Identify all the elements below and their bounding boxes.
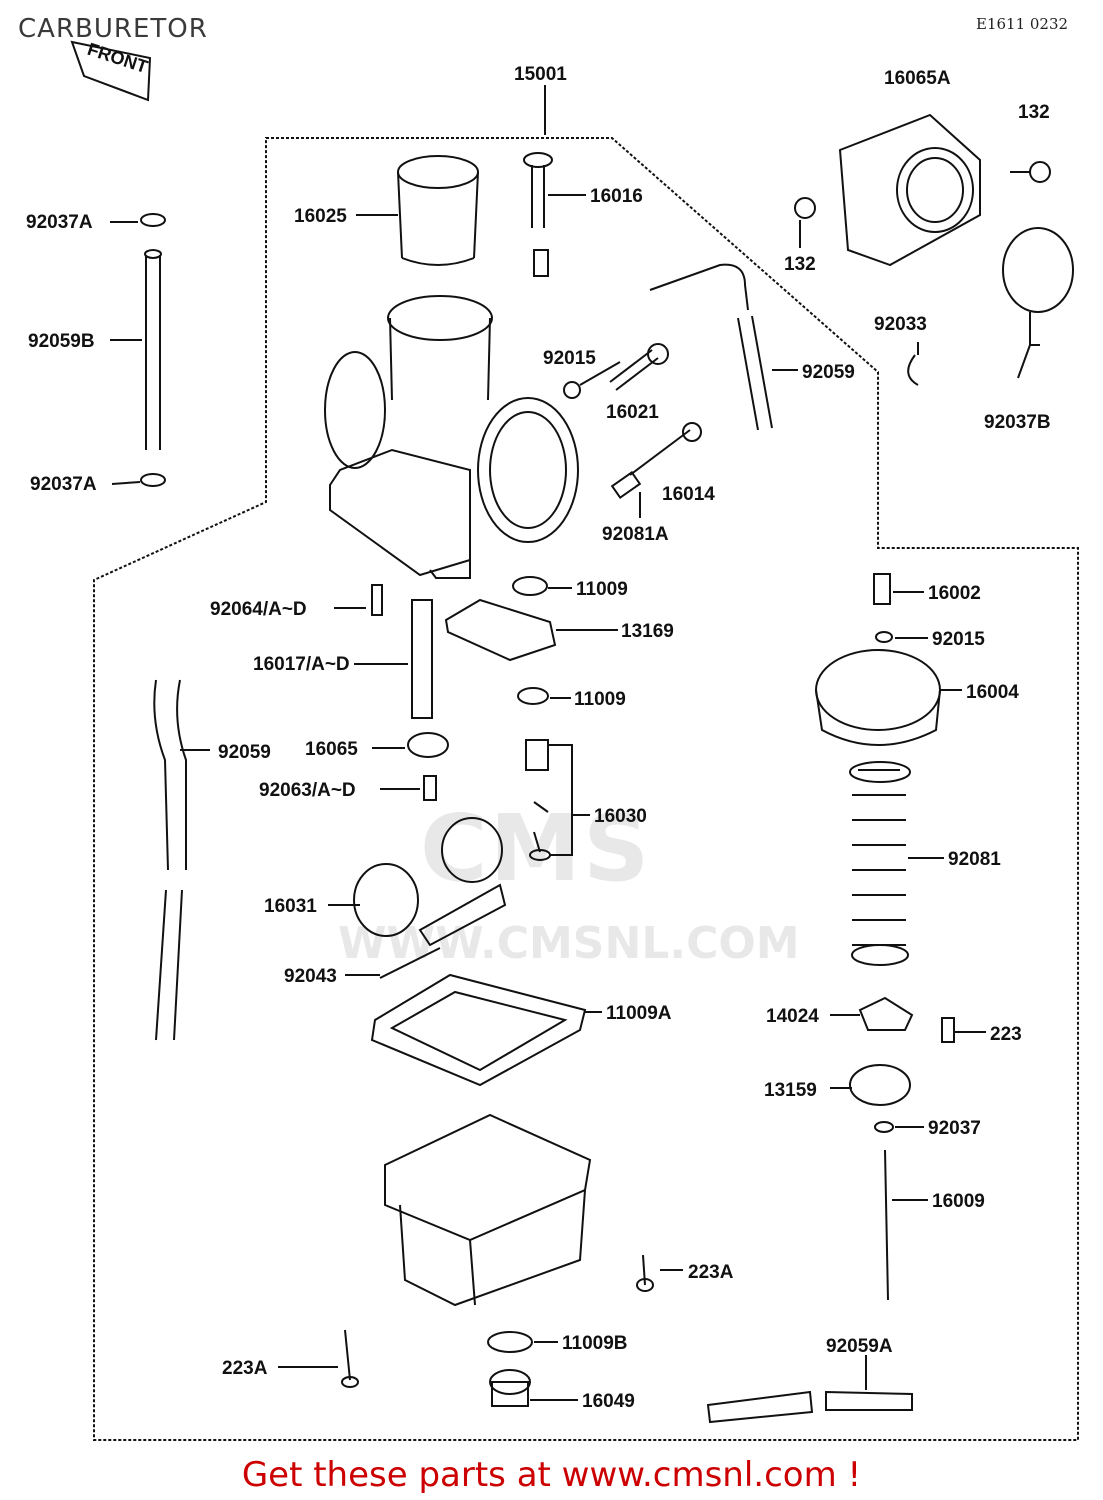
- part-label[interactable]: 16009: [932, 1191, 985, 1212]
- hose-92059-left: [153, 679, 187, 871]
- screw-223: [941, 1017, 955, 1043]
- pilot-air-screw: [609, 349, 659, 391]
- part-label[interactable]: 92037A: [26, 212, 93, 233]
- part-label[interactable]: 14024: [766, 1006, 819, 1027]
- part-label[interactable]: 16049: [582, 1391, 635, 1412]
- needle-16009: [884, 1149, 889, 1301]
- part-label[interactable]: 16025: [294, 206, 347, 227]
- washer-92015: [875, 631, 893, 643]
- part-label[interactable]: 16030: [594, 806, 647, 827]
- part-label[interactable]: 16031: [264, 896, 317, 917]
- part-label[interactable]: 92063/A~D: [259, 780, 356, 801]
- part-label[interactable]: 16016: [590, 186, 643, 207]
- part-label[interactable]: 16065: [305, 739, 358, 760]
- front-arrow-shape: [70, 40, 152, 102]
- bracket-14024: [858, 996, 914, 1031]
- hose-92059-top: [649, 263, 749, 311]
- hose-clamp: [1002, 227, 1074, 313]
- holder-13159: [849, 1064, 911, 1106]
- part-label[interactable]: 11009B: [562, 1333, 628, 1354]
- part-label[interactable]: 92059: [802, 362, 855, 383]
- needle-jet: [411, 599, 433, 719]
- part-label[interactable]: 223A: [222, 1358, 268, 1379]
- part-label[interactable]: 92081: [948, 849, 1001, 870]
- o-ring-11009-a: [512, 576, 548, 596]
- part-label[interactable]: 92037A: [30, 474, 97, 495]
- float-bowl-gasket: [370, 973, 587, 1087]
- part-label[interactable]: 13169: [621, 621, 674, 642]
- o-ring-11009b: [487, 1331, 533, 1353]
- carb-cap-16004: [815, 649, 941, 746]
- diagram-code: E1611 0232: [976, 15, 1069, 33]
- washer-92037: [874, 1121, 894, 1133]
- part-label[interactable]: 16004: [966, 682, 1019, 703]
- part-label[interactable]: 11009: [576, 579, 628, 600]
- jet-needle-assembly: [523, 152, 553, 277]
- part-label[interactable]: 16065A: [884, 68, 951, 89]
- watermark-brand: CMS: [420, 795, 652, 902]
- spring-92081: [849, 761, 911, 966]
- intake-holder: [838, 113, 981, 267]
- screw-223a-right: [642, 1254, 646, 1286]
- part-label[interactable]: 16021: [606, 402, 659, 423]
- footer-link[interactable]: Get these parts at www.cmsnl.com !: [241, 1455, 862, 1495]
- part-label[interactable]: 11009A: [606, 1003, 672, 1024]
- drain-plug: [489, 1369, 531, 1407]
- part-label[interactable]: 92059: [218, 742, 271, 763]
- part-label[interactable]: 92081A: [602, 524, 669, 545]
- part-label[interactable]: 92037B: [984, 412, 1051, 433]
- part-label[interactable]: 92033: [874, 314, 927, 335]
- part-label[interactable]: 13159: [764, 1080, 817, 1101]
- float-pin: [379, 947, 441, 979]
- part-label[interactable]: 92064/A~D: [210, 599, 307, 620]
- part-label[interactable]: 223A: [688, 1262, 734, 1283]
- float-assembly: [353, 817, 507, 947]
- part-label[interactable]: 132: [1018, 102, 1050, 123]
- o-ring-11009-b: [517, 687, 549, 705]
- jet-holder-16065: [407, 732, 449, 758]
- part-label[interactable]: 92015: [932, 629, 985, 650]
- gasket-plate-13169: [444, 598, 557, 662]
- idle-screw: [629, 429, 691, 476]
- carburetor-body: [324, 295, 579, 579]
- part-label[interactable]: 132: [784, 254, 816, 275]
- part-label[interactable]: 223: [990, 1024, 1022, 1045]
- part-label[interactable]: 15001: [514, 64, 567, 85]
- part-label[interactable]: 92059A: [826, 1336, 893, 1357]
- clip-92033: [907, 354, 919, 386]
- part-label[interactable]: 92043: [284, 966, 337, 987]
- part-label[interactable]: 16014: [662, 484, 715, 505]
- screw-223a-left: [344, 1329, 351, 1381]
- part-label[interactable]: 11009: [574, 689, 626, 710]
- hose-92059a: [706, 1390, 814, 1424]
- throttle-stop-16002: [873, 573, 891, 605]
- part-label[interactable]: 92037: [928, 1118, 981, 1139]
- float-bowl: [384, 1113, 592, 1307]
- hose-92059b: [145, 255, 161, 450]
- part-label[interactable]: 16002: [928, 583, 981, 604]
- page-title: CARBURETOR: [18, 14, 208, 44]
- part-label[interactable]: 92015: [543, 348, 596, 369]
- assembly-boundary: [93, 137, 1079, 1441]
- throttle-slide: [397, 155, 479, 266]
- part-label[interactable]: 16017/A~D: [253, 654, 350, 675]
- float-valve: [525, 739, 549, 771]
- part-label[interactable]: 92059B: [28, 331, 95, 352]
